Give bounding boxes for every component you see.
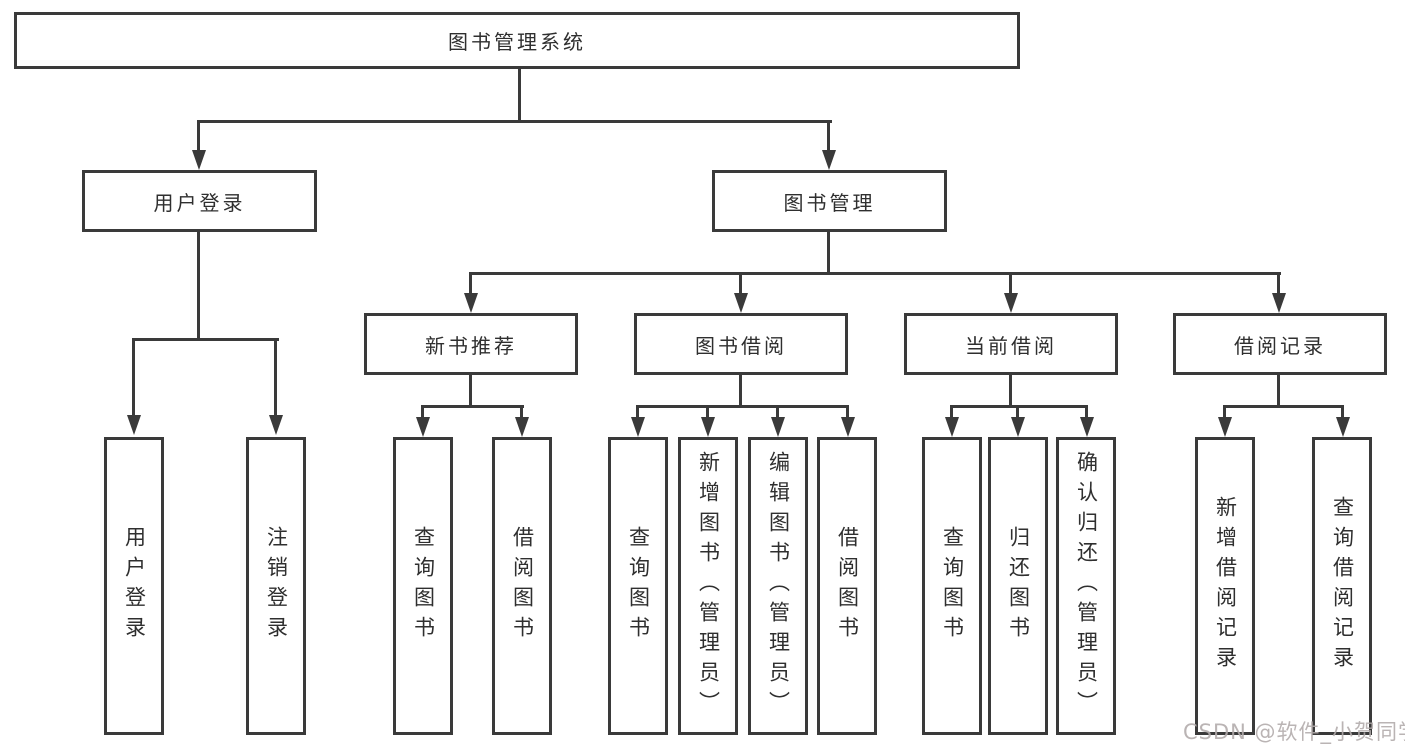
leaf-current-return-books: 归还图书	[988, 437, 1048, 735]
arrowhead-borrow-record	[1272, 293, 1286, 313]
arrowhead-cb-return	[1011, 417, 1025, 437]
arrowhead-cb-query	[945, 417, 959, 437]
arrowhead-book-management	[822, 150, 836, 170]
node-label: 用户登录	[153, 190, 246, 215]
edge-root-bracket	[197, 120, 832, 123]
edge-user-login-bracket	[132, 338, 279, 341]
arrowhead-leaf-user-login	[127, 415, 141, 435]
leaf-logout: 注销登录	[246, 437, 306, 735]
node-user-login: 用户登录	[82, 170, 317, 232]
leaf-newbook-query-books: 查询图书	[393, 437, 453, 735]
node-book-management: 图书管理	[712, 170, 947, 232]
arrowhead-user-login	[192, 150, 206, 170]
leaf-borrow-edit-books-admin: 编辑图书（管理员）	[748, 437, 808, 735]
edge-to-cb-return	[1016, 405, 1019, 419]
node-label: 借阅记录	[1234, 333, 1326, 358]
edge-root-to-book-management	[827, 120, 830, 153]
node-label: 新增借阅记录	[1213, 496, 1238, 676]
edge-book-management-stem	[827, 232, 830, 275]
node-label: 图书管理	[783, 190, 876, 215]
node-label: 新书推荐	[425, 333, 517, 358]
edge-book-borrow-bracket	[636, 405, 849, 408]
leaf-borrow-add-books-admin: 新增图书（管理员）	[678, 437, 738, 735]
node-label: 查询图书	[411, 526, 436, 646]
leaf-borrow-query-books: 查询图书	[608, 437, 668, 735]
arrowhead-br-query	[1336, 417, 1350, 437]
edge-to-new-book	[469, 272, 472, 295]
arrowhead-bb-add	[701, 417, 715, 437]
arrowhead-nb-query	[416, 417, 430, 437]
edge-new-book-bracket	[421, 405, 524, 408]
arrowhead-br-add	[1218, 417, 1232, 437]
node-label: 归还图书	[1006, 526, 1031, 646]
edge-to-borrow-record	[1277, 272, 1280, 295]
edge-to-bb-add	[706, 405, 709, 419]
node-new-book-recommend: 新书推荐	[364, 313, 578, 375]
edge-to-current-borrow	[1009, 272, 1012, 295]
node-borrow-record: 借阅记录	[1173, 313, 1387, 375]
node-label: 编辑图书（管理员）	[766, 451, 791, 721]
edge-book-borrow-stem	[739, 375, 742, 408]
edge-to-leaf-logout	[274, 338, 277, 416]
leaf-newbook-borrow-books: 借阅图书	[492, 437, 552, 735]
leaf-record-add-borrow-record: 新增借阅记录	[1195, 437, 1255, 735]
arrowhead-book-borrow	[734, 293, 748, 313]
edge-borrow-record-stem	[1277, 375, 1280, 408]
node-label: 查询图书	[940, 526, 965, 646]
edge-user-login-stem	[197, 232, 200, 341]
edge-to-bb-query	[636, 405, 639, 419]
edge-current-borrow-stem	[1009, 375, 1012, 408]
node-label: 图书借阅	[695, 333, 787, 358]
leaf-current-query-books: 查询图书	[922, 437, 982, 735]
arrowhead-bb-borrow	[841, 417, 855, 437]
edge-to-br-query	[1341, 405, 1344, 419]
arrowhead-cb-confirm	[1080, 417, 1094, 437]
edge-to-leaf-user-login	[132, 338, 135, 416]
node-library-management-system: 图书管理系统	[14, 12, 1020, 69]
edge-to-nb-borrow	[520, 405, 523, 419]
edge-to-bb-edit	[776, 405, 779, 419]
node-book-borrow: 图书借阅	[634, 313, 848, 375]
leaf-borrow-borrow-books: 借阅图书	[817, 437, 877, 735]
csdn-watermark: CSDN @软件_小贺同学	[1183, 720, 1405, 744]
node-label: 查询借阅记录	[1330, 496, 1355, 676]
arrowhead-current-borrow	[1004, 293, 1018, 313]
node-label: 当前借阅	[965, 333, 1057, 358]
edge-to-cb-confirm	[1085, 405, 1088, 419]
arrowhead-new-book	[464, 293, 478, 313]
edge-to-nb-query	[421, 405, 424, 419]
node-label: 确认归还（管理员）	[1074, 451, 1099, 721]
arrowhead-bb-edit	[771, 417, 785, 437]
arrowhead-bb-query	[631, 417, 645, 437]
node-label: 借阅图书	[835, 526, 860, 646]
node-label: 图书管理系统	[448, 30, 586, 54]
edge-current-borrow-bracket	[950, 405, 1088, 408]
arrowhead-nb-borrow	[515, 417, 529, 437]
edge-to-book-borrow	[739, 272, 742, 295]
node-label: 查询图书	[626, 526, 651, 646]
node-label: 注销登录	[264, 526, 289, 646]
edge-root-to-user-login	[197, 120, 200, 153]
edge-root-stem	[518, 69, 521, 123]
leaf-current-confirm-return-admin: 确认归还（管理员）	[1056, 437, 1116, 735]
node-label: 新增图书（管理员）	[696, 451, 721, 721]
node-label: 用户登录	[122, 526, 147, 646]
edge-to-cb-query	[950, 405, 953, 419]
node-label: 借阅图书	[510, 526, 535, 646]
edge-borrow-record-bracket	[1223, 405, 1344, 408]
leaf-record-query-borrow-record: 查询借阅记录	[1312, 437, 1372, 735]
leaf-user-login: 用户登录	[104, 437, 164, 735]
edge-to-br-add	[1223, 405, 1226, 419]
arrowhead-leaf-logout	[269, 415, 283, 435]
edge-book-management-bracket	[469, 272, 1281, 275]
edge-to-bb-borrow	[846, 405, 849, 419]
edge-new-book-stem	[469, 375, 472, 408]
node-current-borrow: 当前借阅	[904, 313, 1118, 375]
